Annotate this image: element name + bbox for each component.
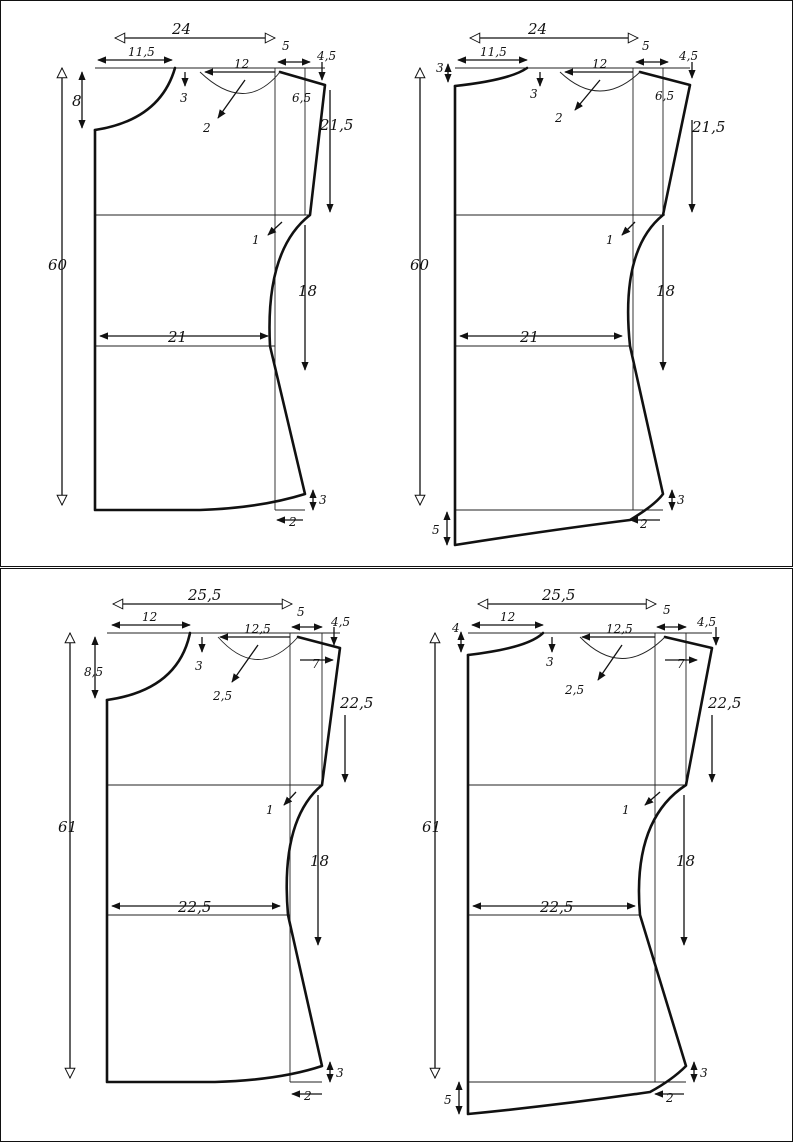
label-arm-curve: 1: [606, 233, 614, 247]
label-hem-up: 3: [336, 1066, 344, 1080]
neckline-front: [466, 631, 545, 657]
neckline-back: [559, 71, 641, 92]
label-hip: 22,5: [539, 898, 573, 916]
label-armhole: 21,5: [691, 118, 725, 136]
label-hem-in: 2: [303, 1089, 312, 1103]
label-shoulder-drop: 4,5: [678, 49, 698, 63]
label-neck: 12,5: [606, 622, 633, 636]
guide-lines: [455, 67, 690, 511]
label-left: 12: [142, 610, 157, 624]
neckline-front: [453, 66, 529, 88]
label-width: 25,5: [541, 586, 575, 604]
neckline-front: [105, 631, 192, 702]
label-slant: 7: [312, 657, 320, 671]
label-shoulder: 5: [282, 39, 290, 53]
label-curve: 2,5: [564, 683, 584, 697]
label-arm-curve: 1: [266, 803, 274, 817]
bodice-outline: [93, 70, 327, 512]
label-shoulder-drop: 4,5: [316, 49, 336, 63]
label-side: 18: [656, 282, 675, 300]
label-hem-up: 3: [677, 493, 685, 507]
label-neck: 12: [234, 57, 249, 71]
label-hem-up: 3: [319, 493, 327, 507]
label-slant: 6,5: [292, 91, 311, 105]
neckline-back: [217, 636, 299, 660]
label-shoulder: 5: [297, 605, 305, 619]
label-armhole: 22,5: [339, 694, 373, 712]
neckline-back: [579, 636, 666, 659]
label-top: 4: [451, 621, 460, 635]
label-bottom: 5: [444, 1093, 452, 1107]
arm-curve-arrow: [621, 221, 636, 236]
curve-arrow: [597, 644, 623, 681]
label-hem-in: 2: [288, 515, 297, 529]
label-shoulder-drop: 4,5: [330, 615, 350, 629]
label-curve: 2,5: [212, 689, 232, 703]
pattern-front-1: 24 11,5 12 8 3 2 5 4,5 6,5 21,5 1 60 21 …: [48, 20, 353, 529]
label-left: 11,5: [480, 45, 507, 59]
curve-arrow: [574, 79, 601, 111]
label-hip: 21: [519, 328, 539, 346]
bottom-panel: [0, 568, 793, 1142]
pattern-back-2: 25,5 12 12,5 4 3 2,5 5 4,5 7 22,5 1 61 2…: [422, 586, 741, 1116]
label-shoulder: 5: [642, 39, 650, 53]
label-hip: 22,5: [177, 898, 211, 916]
arm-curve-arrow: [267, 221, 283, 236]
pattern-front-2: 25,5 12 12,5 8,5 3 2,5 5 4,5 7 22,5 1 61…: [58, 586, 373, 1103]
label-length: 61: [58, 818, 77, 836]
label-hip: 21: [167, 328, 187, 346]
label-side: 18: [298, 282, 317, 300]
label-width: 24: [171, 20, 191, 38]
label-length: 60: [48, 256, 68, 274]
label-slant: 6,5: [655, 89, 674, 103]
label-bottom: 5: [432, 523, 440, 537]
guide-lines: [468, 632, 712, 1083]
label-neck-depth: 3: [546, 655, 554, 669]
label-width: 25,5: [187, 586, 221, 604]
label-shoulder: 5: [663, 603, 671, 617]
bodice-outline: [105, 635, 342, 1084]
top-panel: [0, 0, 793, 567]
label-top: 3: [436, 61, 444, 75]
label-shoulder-drop: 4,5: [696, 615, 716, 629]
guide-lines: [107, 632, 340, 1083]
label-curve: 2: [202, 121, 211, 135]
label-length: 61: [422, 818, 441, 836]
bodice-outline: [453, 70, 692, 547]
bodice-outline: [466, 635, 714, 1116]
guide-lines: [95, 67, 325, 511]
label-neck-depth: 3: [530, 87, 538, 101]
pattern-back-1: 24 11,5 12 3 3 2 5 4,5 6,5 21,5 1 60 21 …: [410, 20, 725, 547]
label-arm-curve: 1: [622, 803, 630, 817]
label-arm-curve: 1: [252, 233, 260, 247]
label-curve: 2: [554, 111, 563, 125]
neckline-front: [93, 66, 177, 132]
curve-arrow: [231, 644, 259, 683]
label-hem-in: 2: [639, 517, 648, 531]
label-width: 24: [527, 20, 547, 38]
label-side: 18: [676, 852, 695, 870]
arm-curve-arrow: [644, 791, 661, 806]
label-length: 60: [410, 256, 430, 274]
label-left: 11,5: [128, 45, 155, 59]
arm-curve-arrow: [283, 791, 297, 806]
label-drop: 8: [72, 92, 82, 110]
label-side: 18: [310, 852, 329, 870]
label-neck-depth: 3: [180, 91, 188, 105]
label-armhole: 21,5: [319, 116, 353, 134]
label-neck: 12,5: [244, 622, 271, 636]
label-drop: 8,5: [84, 665, 103, 679]
label-left: 12: [500, 610, 515, 624]
label-armhole: 22,5: [707, 694, 741, 712]
curve-arrow: [217, 79, 246, 119]
label-hem-in: 2: [665, 1091, 674, 1105]
label-hem-up: 3: [700, 1066, 708, 1080]
neckline-back: [199, 71, 281, 94]
label-slant: 7: [677, 657, 685, 671]
label-neck: 12: [592, 57, 607, 71]
label-neck-depth: 3: [195, 659, 203, 673]
